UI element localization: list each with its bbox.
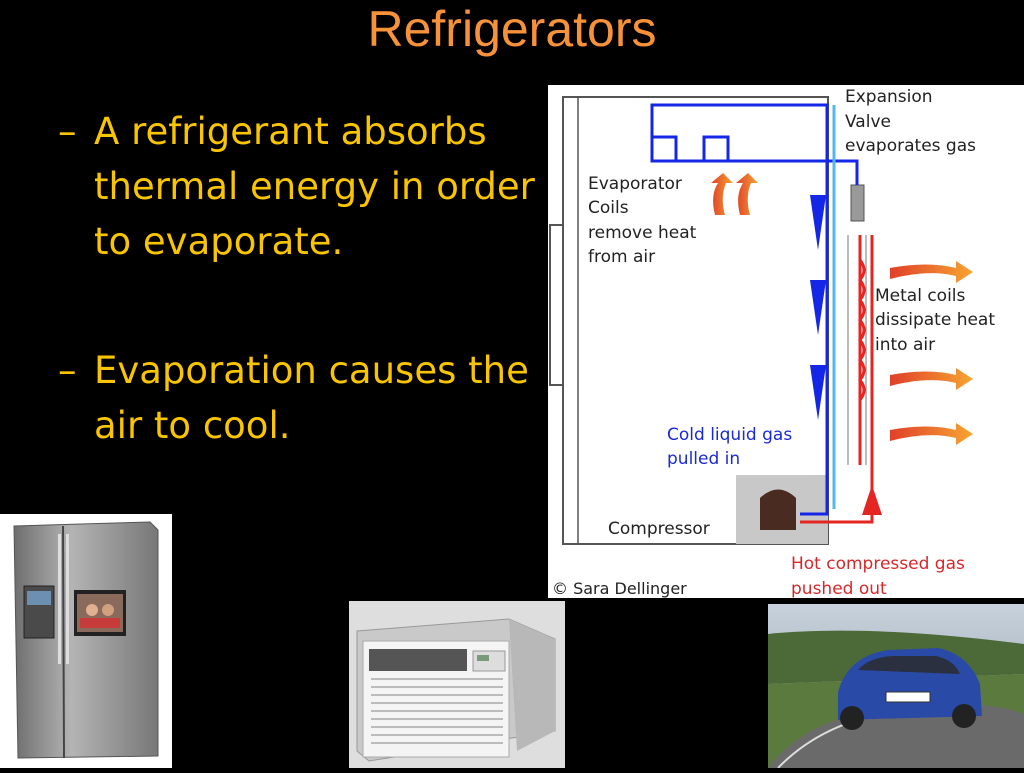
bullet-marker: –: [58, 110, 77, 153]
hot-line: [800, 235, 874, 524]
bullet-item: – A refrigerant absorbs thermal energy i…: [58, 104, 548, 269]
label-cold-gas: pulled in: [667, 449, 740, 469]
label-hot-gas: Hot compressed gas: [791, 554, 965, 574]
label-compressor: Compressor: [608, 519, 710, 539]
refrigerator-diagram: Expansion Valve evaporates gas Evaporato…: [548, 85, 1024, 598]
label-evaporator: Evaporator: [588, 174, 682, 194]
down-arrow-icon: [810, 195, 826, 250]
label-expansion-valve: Expansion: [845, 87, 933, 107]
car-photo: [768, 604, 1024, 769]
refrigerator-photo: [0, 514, 172, 768]
heat-arrow-icon: [736, 173, 758, 215]
down-arrow-icon: [810, 365, 826, 420]
heat-arrow-icon: [711, 173, 733, 215]
air-conditioner-photo: [349, 601, 565, 768]
label-hot-gas: pushed out: [791, 579, 887, 598]
label-evaporator: Coils: [588, 198, 629, 218]
up-arrow-icon: [862, 485, 882, 515]
heat-arrow-icon: [890, 368, 973, 390]
expansion-valve-icon: [850, 184, 865, 222]
bullet-text: A refrigerant absorbs thermal energy in …: [94, 110, 535, 263]
label-evaporator: remove heat: [588, 223, 697, 243]
label-expansion-valve: evaporates gas: [845, 136, 976, 156]
compressor-icon: [760, 489, 796, 530]
car-image: [768, 604, 1024, 769]
bullet-item: – Evaporation causes the air to cool.: [58, 343, 548, 453]
label-metal-coils: dissipate heat: [875, 310, 995, 330]
coil-frame: [847, 235, 867, 465]
cold-line: [650, 103, 859, 516]
air-conditioner-image: [349, 601, 565, 768]
slide-title: Refrigerators: [367, 1, 657, 57]
label-evaporator: from air: [588, 247, 655, 267]
down-arrow-icon: [810, 280, 826, 335]
refrigerator-image: [0, 514, 172, 768]
bullet-text: Evaporation causes the air to cool.: [94, 349, 529, 447]
heat-arrow-icon: [890, 423, 973, 445]
metal-coil: [858, 259, 866, 401]
bullet-marker: –: [58, 349, 77, 392]
bullet-list: – A refrigerant absorbs thermal energy i…: [58, 104, 548, 453]
label-metal-coils: into air: [875, 335, 935, 355]
credit-text: © Sara Dellinger: [552, 579, 687, 598]
refrigerator-diagram-svg: Expansion Valve evaporates gas Evaporato…: [549, 87, 995, 598]
heat-arrow-icon: [890, 261, 973, 283]
label-expansion-valve: Valve: [845, 112, 891, 132]
evaporator-coil: [650, 135, 730, 163]
label-metal-coils: Metal coils: [875, 286, 966, 306]
label-cold-gas: Cold liquid gas: [667, 425, 792, 445]
